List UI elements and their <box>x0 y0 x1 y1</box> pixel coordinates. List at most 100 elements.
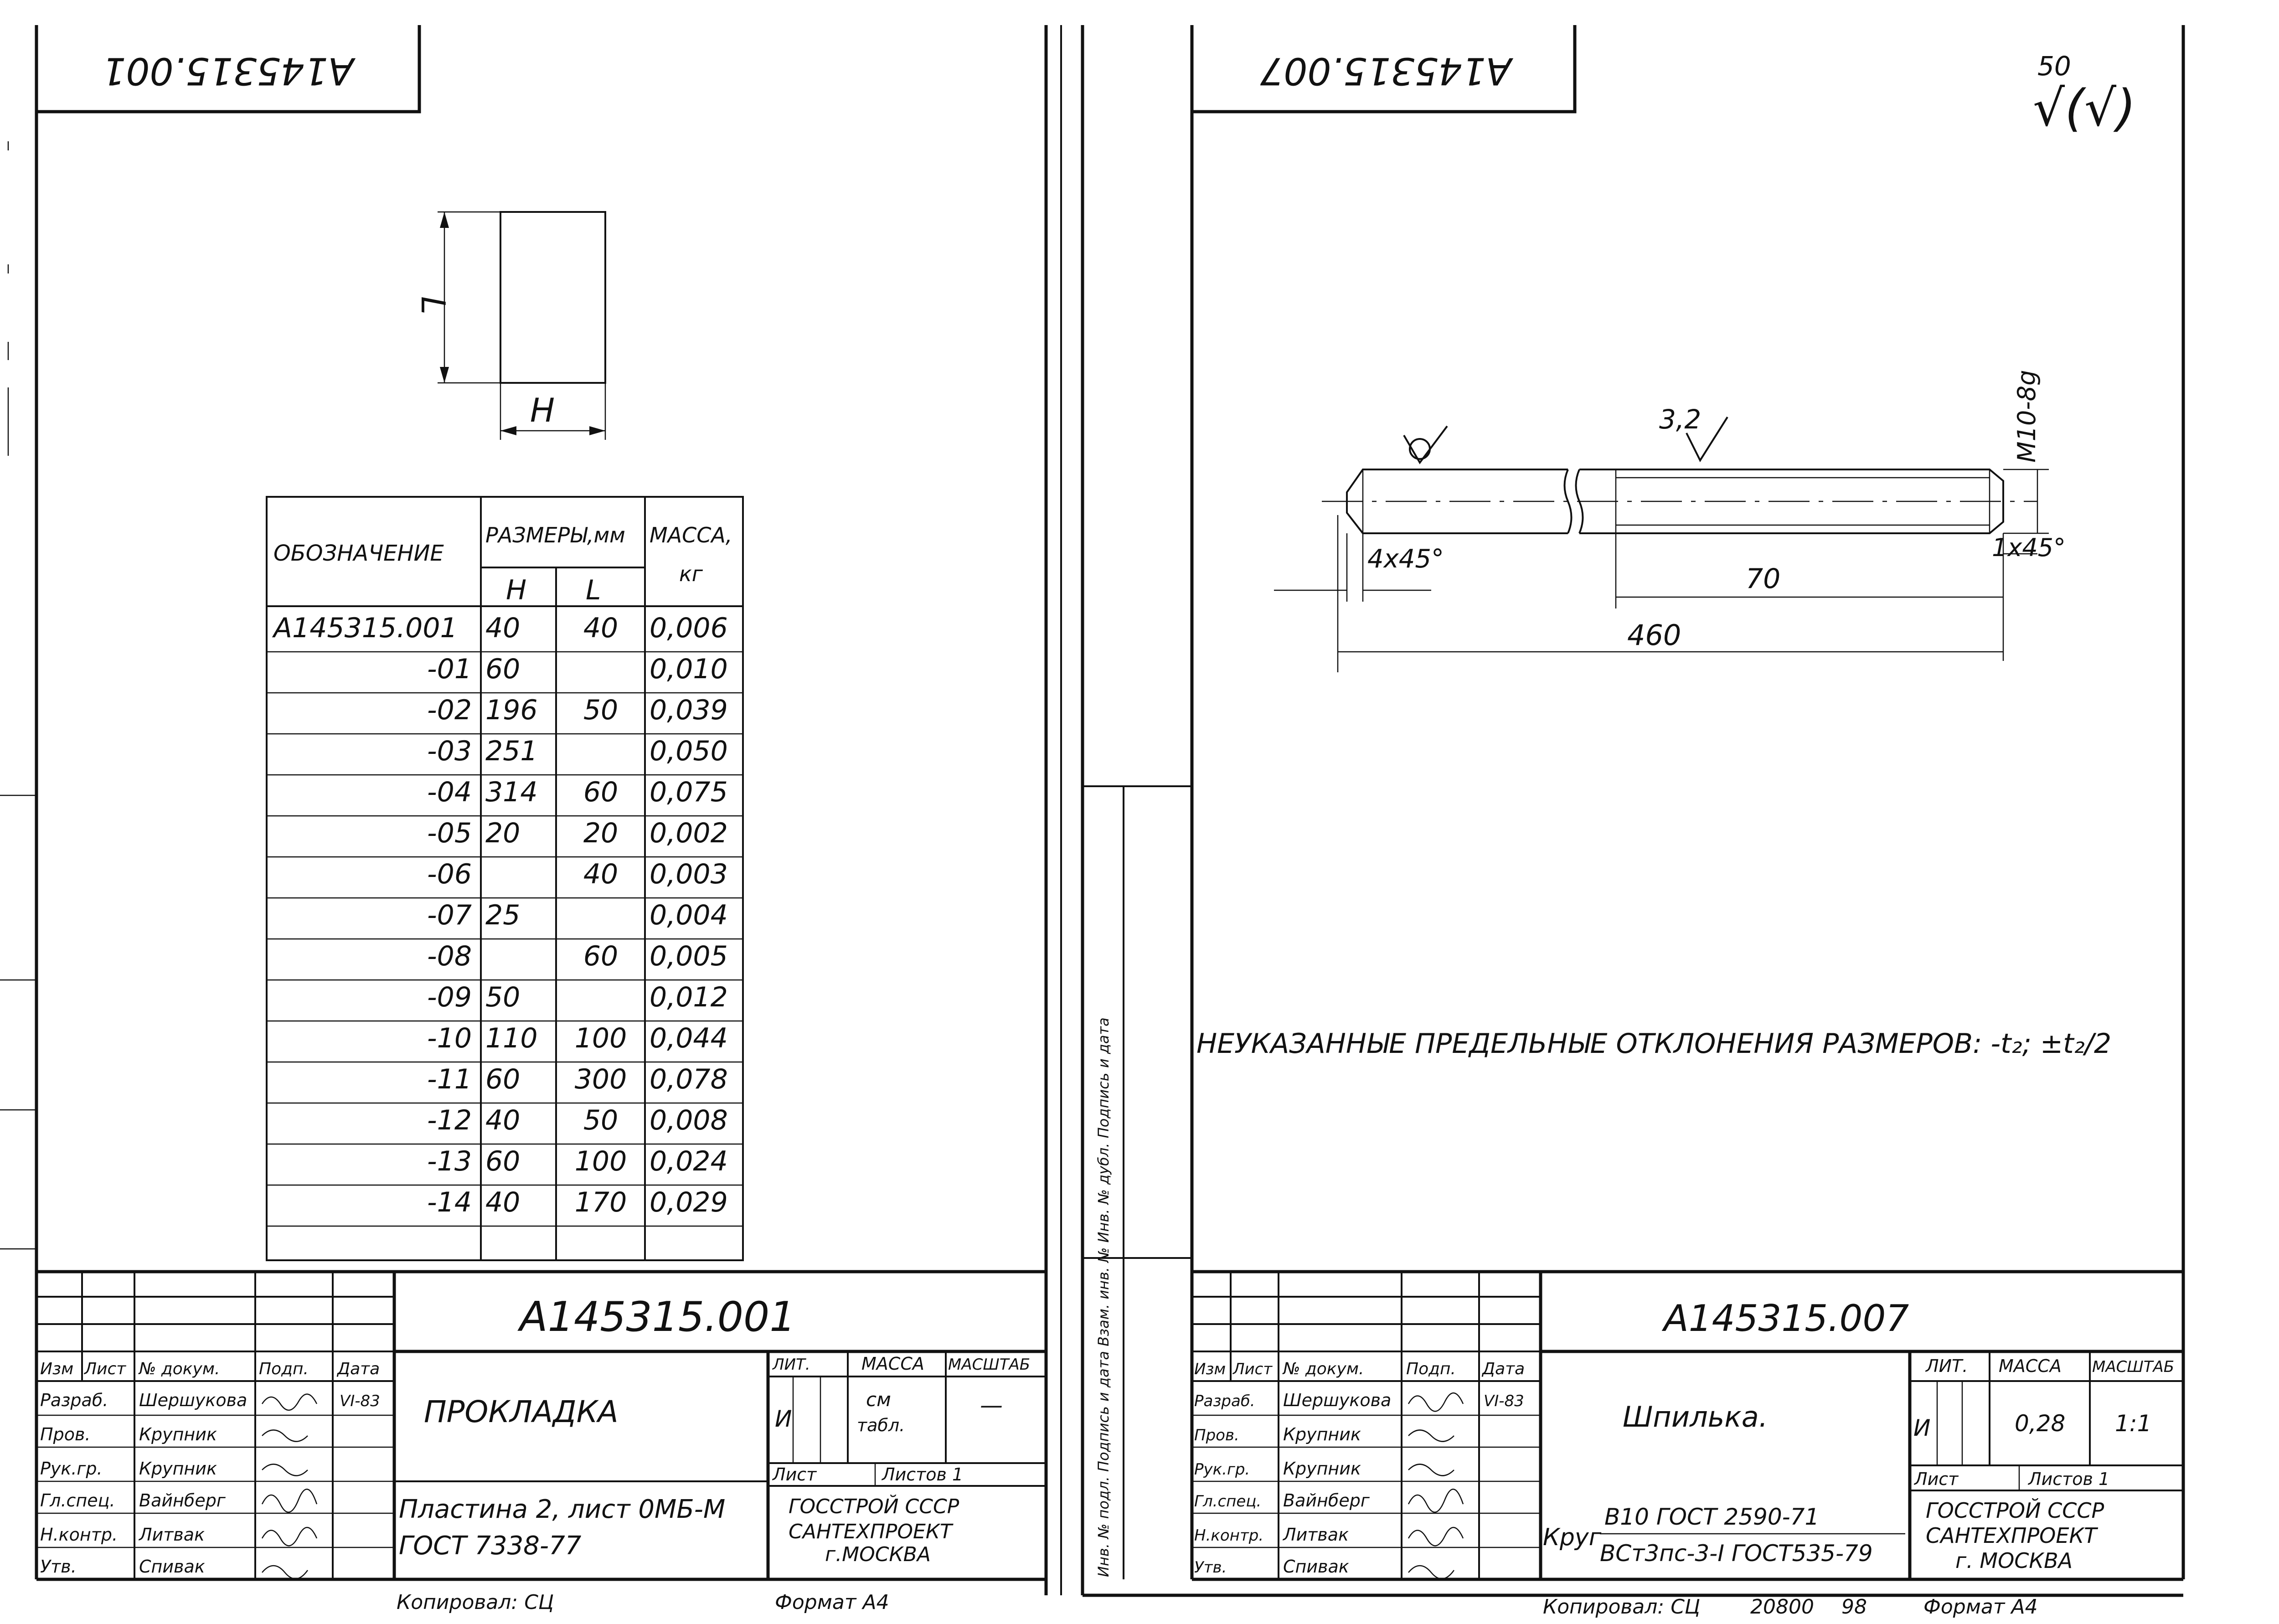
left-material-2: ГОСТ 7338-77 <box>399 1531 582 1561</box>
thread-size: M10-8g <box>2012 370 2041 463</box>
signature-scribble <box>1408 1489 1464 1513</box>
left-name-3: Крупник <box>139 1459 217 1479</box>
dim-total-length: 460 <box>1627 619 1681 652</box>
table-cell-h: 20 <box>485 817 520 849</box>
right-title-block: Изм Лист № докум. Подп. Дата Разраб. Про… <box>1192 1270 2183 1619</box>
left-role-2: Пров. <box>40 1424 90 1444</box>
signature-scribble <box>261 1526 318 1547</box>
right-sheet-label: Лист <box>1913 1469 1959 1489</box>
right-date: VI-83 <box>1484 1392 1524 1410</box>
right-material-prefix: Круг <box>1543 1524 1602 1551</box>
right-col-scale: МАСШТАБ <box>2092 1358 2174 1376</box>
right-mass-value: 0,28 <box>2015 1410 2065 1437</box>
right-order: 20800 <box>1750 1595 1814 1619</box>
right-material-1: В10 ГОСТ 2590-71 <box>1604 1504 1819 1530</box>
right-name-5: Литвак <box>1282 1525 1349 1545</box>
table-cell-l: 100 <box>575 1022 627 1054</box>
stud-drawing: 3,2 M10-8g 1x45° 4x45° 70 460 <box>1274 370 2066 672</box>
right-material-2: ВСт3пс-3-I ГОСТ535-79 <box>1600 1540 1873 1567</box>
left-mass-value-2: табл. <box>857 1415 905 1435</box>
side-column-text: Инв. № подл. Подпись и дата Взам. инв. №… <box>1095 1017 1112 1577</box>
table-cell-h: 60 <box>485 1063 520 1095</box>
right-scale-value: 1:1 <box>2115 1410 2151 1437</box>
table-header-dimensions: РАЗМЕРЫ,мм <box>485 523 625 547</box>
right-format: Формат А4 <box>1923 1595 2038 1619</box>
left-head-izm: Изм <box>40 1360 73 1378</box>
right-page: 98 <box>1841 1595 1867 1619</box>
right-org-1: ГОССТРОЙ СССР <box>1926 1498 2104 1523</box>
signature-scribble <box>261 1393 318 1411</box>
tolerance-note: НЕУКАЗАННЫЕ ПРЕДЕЛЬНЫЕ ОТКЛОНЕНИЯ РАЗМЕР… <box>1196 1028 2111 1060</box>
left-date: VI-83 <box>340 1392 380 1410</box>
right-head-doc: № докум. <box>1282 1360 1364 1378</box>
table-cell-mass: 0,005 <box>650 940 728 972</box>
left-scale-value: — <box>980 1392 1003 1418</box>
right-col-lit: ЛИТ. <box>1925 1356 1968 1376</box>
left-col-scale: МАСШТАБ <box>948 1356 1030 1374</box>
right-name-6: Спивак <box>1283 1557 1349 1577</box>
table-cell-mass: 0,029 <box>650 1186 728 1218</box>
table-cell-designation: -01 <box>427 653 472 685</box>
left-doc-number: A145315.001 <box>517 1293 796 1341</box>
roughness-number: 50 <box>2037 51 2071 82</box>
thread-roughness: 3,2 <box>1659 404 1701 435</box>
left-role-5: Н.контр. <box>40 1525 118 1545</box>
left-name-2: Крупник <box>139 1424 217 1444</box>
dim-chamfer-right: 1x45° <box>1992 533 2066 562</box>
table-cell-l: 40 <box>583 612 618 644</box>
table-cell-designation: -14 <box>427 1186 472 1218</box>
table-cell-h: 110 <box>485 1022 538 1054</box>
dimension-h-label: H <box>530 391 555 429</box>
right-col-mass: МАССА <box>1999 1356 2062 1376</box>
table-cell-mass: 0,003 <box>650 858 728 890</box>
table-cell-designation: -02 <box>427 694 472 726</box>
left-frame <box>0 25 1062 1595</box>
table-cell-l: 170 <box>575 1186 627 1218</box>
right-sheets-label: Листов 1 <box>2027 1469 2109 1489</box>
left-col-mass: МАССА <box>861 1354 924 1374</box>
left-role-4: Гл.спец. <box>40 1490 115 1511</box>
table-header-designation: ОБОЗНАЧЕНИЕ <box>273 541 444 566</box>
left-lit-value: И <box>775 1406 792 1432</box>
signature-scribble <box>1408 1429 1454 1442</box>
table-cell-mass: 0,050 <box>650 735 728 767</box>
right-head-list: Лист <box>1232 1360 1273 1378</box>
table-cell-designation: -06 <box>427 858 472 890</box>
table-cell-l: 100 <box>575 1145 627 1177</box>
table-cell-h: 40 <box>485 1186 520 1218</box>
left-stamp-box: A145315.001 <box>36 25 421 113</box>
left-name-6: Спивак <box>139 1557 205 1577</box>
table-cell-h: 40 <box>485 612 520 644</box>
table-cell-h: 25 <box>485 899 520 931</box>
right-name-1: Шершукова <box>1283 1390 1391 1410</box>
table-cell-mass: 0,024 <box>650 1145 728 1177</box>
left-format: Формат А4 <box>775 1591 889 1614</box>
table-header-l: L <box>586 574 601 606</box>
signature-scribble <box>1408 1464 1454 1476</box>
left-role-1: Разраб. <box>40 1390 108 1410</box>
table-cell-designation: -08 <box>427 940 472 972</box>
table-cell-l: 50 <box>583 1104 618 1136</box>
right-org-2: САНТЕХПРОЕКТ <box>1926 1523 2099 1548</box>
left-role-6: Утв. <box>40 1557 77 1577</box>
left-org-3: г.МОСКВА <box>825 1543 931 1566</box>
roughness-symbol: 50 √(√) <box>2033 51 2136 137</box>
table-cell-designation: -10 <box>427 1022 472 1054</box>
left-title-block: Изм Лист № докум. Подп. Дата Разраб. Про… <box>36 1270 1046 1614</box>
variants-table: ОБОЗНАЧЕНИЕ РАЗМЕРЫ,мм МАССА, кг H L <box>266 496 744 1261</box>
signature-scribble <box>261 1489 318 1513</box>
left-copied: Копировал: СЦ <box>397 1591 554 1614</box>
table-cell-mass: 0,004 <box>650 899 728 931</box>
table-cell-l: 50 <box>583 694 618 726</box>
dimension-l-label: L <box>414 296 452 314</box>
right-role-1: Разраб. <box>1194 1392 1255 1410</box>
right-role-6: Утв. <box>1194 1558 1227 1577</box>
right-stamp-box: A145315.007 <box>1192 25 1577 113</box>
signature-scribble <box>1408 1565 1455 1580</box>
plate-sketch: L H <box>414 211 606 440</box>
table-cell-designation: -11 <box>427 1063 472 1095</box>
left-stamp-text: A145315.001 <box>102 49 356 93</box>
table-cell-designation: -05 <box>427 817 472 849</box>
table-cell-l: 40 <box>583 858 618 890</box>
table-cell-h: 50 <box>485 981 520 1013</box>
